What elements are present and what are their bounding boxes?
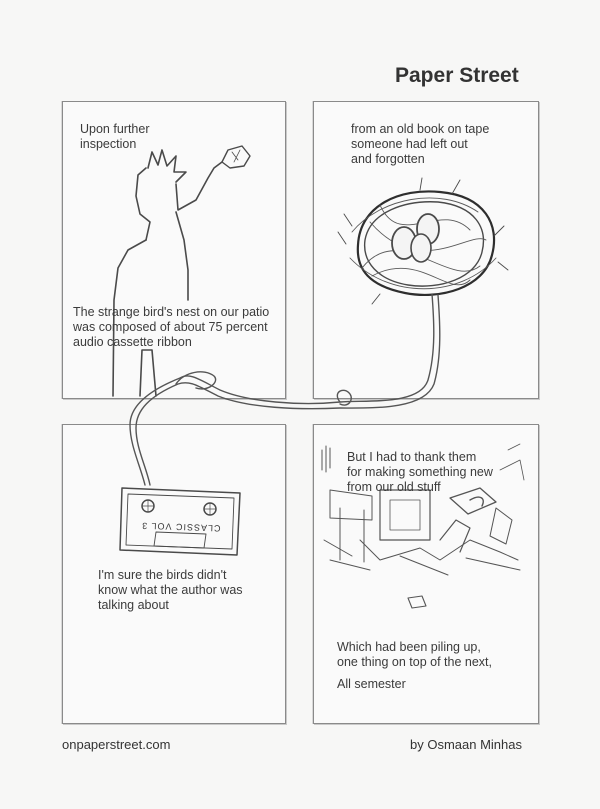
comic-title: Paper Street (395, 64, 519, 87)
panel-4-caption-top: But I had to thank them for making somet… (347, 450, 493, 494)
footer-credit: by Osmaan Minhas (410, 737, 522, 752)
panel-4-caption-middle: Which had been piling up, one thing on t… (337, 640, 492, 669)
footer-website: onpaperstreet.com (62, 737, 171, 752)
panel-1-caption-bottom: The strange bird's nest on our patio was… (73, 305, 270, 349)
panel-2-caption: from an old book on tape someone had lef… (351, 122, 490, 166)
panel-3-caption: I'm sure the birds didn't know what the … (98, 568, 243, 612)
panel-4-caption-bottom: All semester (337, 677, 406, 691)
panel-1-caption-top: Upon further inspection (80, 122, 150, 151)
